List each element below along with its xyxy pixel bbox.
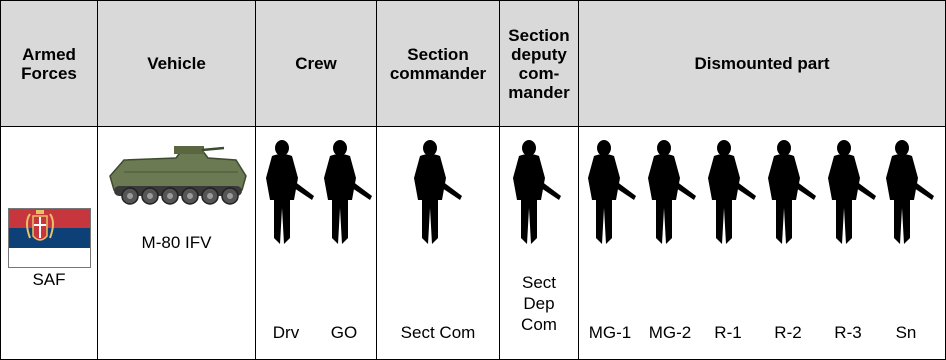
- dismounted-label-mg2: MG-2: [648, 323, 692, 342]
- soldier-silhouette-icon: [513, 140, 561, 244]
- header-crew-text: Crew: [295, 54, 337, 73]
- serbia-flag-icon: [8, 208, 91, 268]
- cell-dismounted-part: [578, 126, 946, 360]
- soldier-silhouette-icon: [266, 140, 314, 244]
- dismounted-label-r2: R-2: [774, 323, 802, 342]
- dismounted-label-r1: R-1: [714, 323, 742, 342]
- header-armed-forces-text: Armed Forces: [21, 44, 77, 83]
- soldier-silhouette-icon: [324, 140, 372, 244]
- soldier-silhouette-icon: [768, 140, 816, 244]
- soldier-silhouette-icon: [588, 140, 636, 244]
- header-section-deputy-commander: Section deputy com- mander: [499, 0, 579, 127]
- section-deputy-commander-label: Sect Dep Com: [521, 273, 557, 334]
- header-vehicle: Vehicle: [97, 0, 256, 127]
- header-section-deputy-commander-text: Section deputy com- mander: [508, 25, 570, 102]
- header-vehicle-text: Vehicle: [147, 54, 206, 73]
- armed-forces-label: SAF: [32, 270, 66, 289]
- header-dismounted-part-text: Dismounted part: [694, 54, 830, 73]
- dismounted-label-mg1: MG-1: [588, 323, 632, 342]
- header-section-commander: Section commander: [376, 0, 500, 127]
- crew-label-drv: Drv: [272, 323, 300, 342]
- header-crew: Crew: [255, 0, 377, 127]
- ifv-vehicle-icon: [109, 146, 247, 205]
- soldier-silhouette-icon: [886, 140, 934, 244]
- header-dismounted-part: Dismounted part: [578, 0, 946, 127]
- crew-label-go: GO: [330, 323, 358, 342]
- soldier-silhouette-icon: [648, 140, 696, 244]
- header-section-commander-text: Section commander: [389, 44, 487, 83]
- soldier-silhouette-icon: [708, 140, 756, 244]
- soldier-silhouette-icon: [414, 140, 462, 244]
- section-commander-label: Sect Com: [400, 323, 476, 342]
- soldier-silhouette-icon: [828, 140, 876, 244]
- vehicle-label: M-80 IFV: [141, 233, 212, 252]
- header-armed-forces: Armed Forces: [0, 0, 98, 127]
- dismounted-label-r3: R-3: [834, 323, 862, 342]
- dismounted-label-sn: Sn: [895, 323, 917, 342]
